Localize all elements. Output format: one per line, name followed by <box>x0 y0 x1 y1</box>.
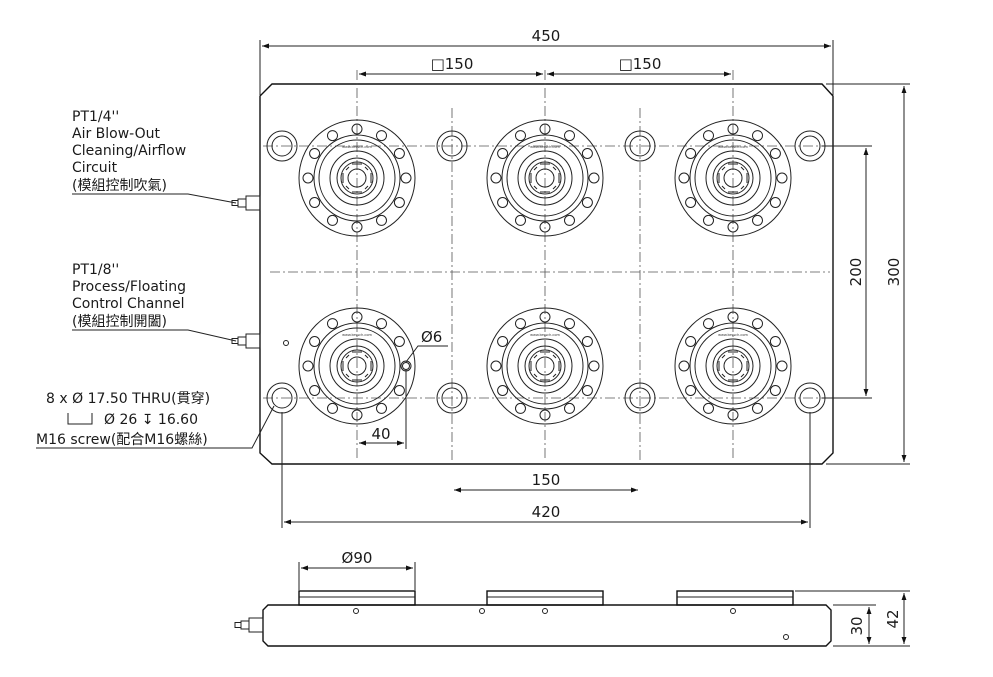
note-air-line5: (模組控制吹氣) <box>72 178 167 194</box>
dim-hole-spacing: 420 <box>532 503 561 521</box>
module-marking: www.kessch.com <box>530 333 560 337</box>
module-marking: www.kessch.com <box>530 145 560 149</box>
module-marking: www.kessch.com <box>718 145 748 149</box>
note-control-line4: (模組控制開闔) <box>72 314 167 330</box>
dim-vertical-pitch: 200 <box>847 258 865 287</box>
counterbore-symbol <box>67 413 93 425</box>
dim-total-height: 42 <box>884 609 902 628</box>
side-hole <box>730 608 736 614</box>
module-marking: www.kessch.com <box>342 145 372 149</box>
dim-pin-hole: Ø6 <box>421 328 442 346</box>
note-control-line3: Control Channel <box>72 296 185 312</box>
note-air-line2: Air Blow-Out <box>72 126 161 142</box>
side-view-module-1 <box>298 590 416 606</box>
small-port-hole <box>283 340 289 346</box>
control-fitting-top <box>231 333 261 349</box>
note-control-line1: PT1/8'' <box>72 262 119 278</box>
dim-overall-width: 450 <box>532 27 561 45</box>
dim-base-thickness: 30 <box>848 616 866 635</box>
module-marking: www.kessch.com <box>718 333 748 337</box>
pin-hole <box>402 362 410 370</box>
dim-module-diameter: Ø90 <box>342 549 373 567</box>
side-hole <box>479 608 485 614</box>
dim-pitch-right: □150 <box>619 55 662 73</box>
note-air-line1: PT1/4'' <box>72 109 119 125</box>
note-holes-line3: M16 screw(配合M16螺絲) <box>36 432 208 448</box>
side-hole <box>353 608 359 614</box>
note-air-line4: Circuit <box>72 160 118 176</box>
dim-pitch-left: □150 <box>431 55 474 73</box>
note-control-line2: Process/Floating <box>72 279 186 295</box>
leader-pin <box>405 345 448 363</box>
side-view-module-2 <box>486 590 604 606</box>
leader-holes <box>36 405 275 449</box>
plate-outline <box>259 83 834 465</box>
side-fitting <box>234 617 264 633</box>
dim-bottom-pitch: 150 <box>532 471 561 489</box>
side-view-module-3 <box>676 590 794 606</box>
leader-control <box>72 329 237 342</box>
leader-air <box>72 193 237 204</box>
note-holes-line1: 8 x Ø 17.50 THRU(貫穿) <box>46 391 210 407</box>
dim-pin-offset: 40 <box>371 425 390 443</box>
air-fitting-top <box>231 195 261 211</box>
side-hole <box>783 634 789 640</box>
note-holes-line2: Ø 26 ↧ 16.60 <box>104 412 198 428</box>
side-hole <box>542 608 548 614</box>
dim-overall-height: 300 <box>885 258 903 287</box>
module-marking: www.kessch.com <box>342 333 372 337</box>
note-air-line3: Cleaning/Airflow <box>72 143 186 159</box>
